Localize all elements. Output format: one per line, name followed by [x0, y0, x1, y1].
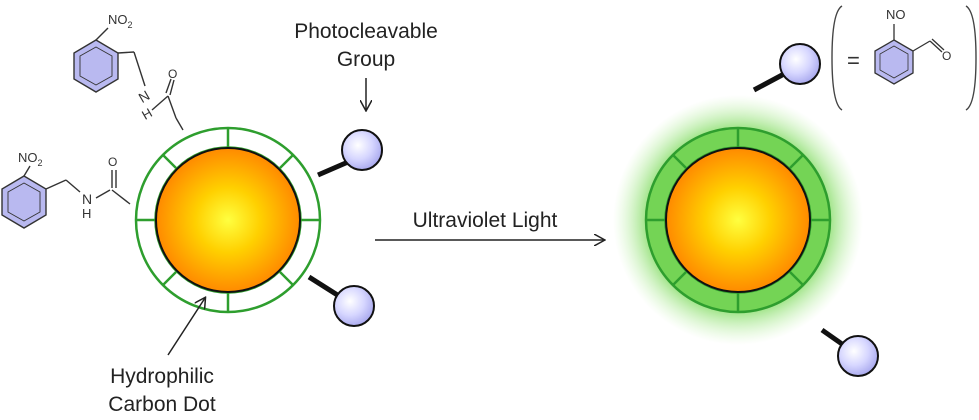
photocleavable-sphere-icon: [779, 43, 821, 85]
left-sphere-group-upper: [317, 129, 383, 178]
upper-h-label: H: [139, 105, 155, 123]
lower-no2-label: NO2: [18, 150, 43, 168]
released-sphere-lower: [820, 327, 879, 377]
upper-n-label: N: [136, 87, 153, 106]
left-sphere-group-lower: [307, 274, 375, 327]
photocleavable-label: Photocleavable Group: [294, 20, 438, 110]
upper-nitrobenzyl-amide: [73, 27, 184, 131]
hydrophilic-line2: Carbon Dot: [108, 393, 216, 416]
released-sphere-upper: [752, 43, 821, 93]
left-carbon-dot: [134, 126, 322, 314]
right-dot-ring-ticks: [646, 128, 830, 312]
right-carbon-dot: [613, 95, 863, 345]
reaction-arrow-group: Ultraviolet Light: [375, 209, 604, 240]
upper-no2-label: NO2: [108, 12, 133, 30]
hydrophilic-label: Hydrophilic Carbon Dot: [108, 298, 216, 416]
lower-nitrobenzyl-labels: NO2 N H O: [18, 150, 117, 221]
product-no-label: NO: [886, 7, 906, 22]
equals-sign: =: [847, 48, 860, 73]
hydrophilic-line1: Hydrophilic: [110, 365, 214, 388]
reaction-arrow-label: Ultraviolet Light: [413, 209, 558, 232]
right-dot-core: [665, 147, 811, 293]
lower-benzene-ring: [1, 175, 47, 229]
photocleavable-line2: Group: [337, 48, 395, 71]
photocleavable-sphere-icon: [333, 285, 375, 327]
nitrosobenzaldehyde-structure: [874, 24, 945, 85]
lower-nitrobenzyl-amide: [1, 165, 131, 229]
photocleavable-line1: Photocleavable: [294, 20, 438, 43]
lower-n-label: N: [82, 191, 92, 207]
hydrophilic-arrow: [167, 298, 205, 356]
upper-oxygen-label: O: [168, 67, 177, 81]
lower-h-label: H: [82, 206, 91, 221]
product-oxygen-label: O: [942, 49, 951, 63]
photocleavable-sphere-icon: [837, 335, 879, 377]
product-benzene-ring: [874, 39, 914, 85]
upper-benzene-ring: [73, 39, 119, 93]
product-bracket: = NO O: [831, 5, 977, 111]
left-dot-core: [155, 147, 301, 293]
left-dot-ring-ticks: [136, 128, 320, 312]
lower-oxygen-label: O: [108, 155, 117, 169]
photocleavable-sphere-icon: [341, 129, 383, 171]
